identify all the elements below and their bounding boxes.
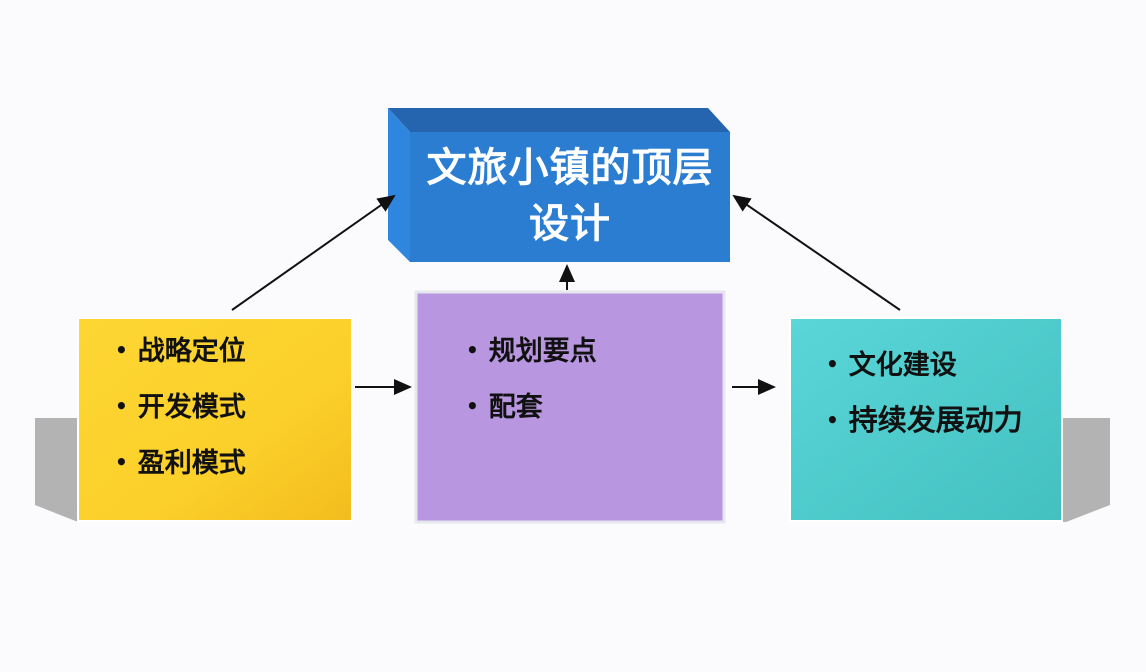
list-item: 战略定位 (115, 322, 246, 378)
title-box-front (410, 132, 730, 262)
right-box-list: 文化建设 持续发展动力 (826, 336, 1023, 448)
left-shadow (35, 418, 80, 522)
left-box-list: 战略定位 开发模式 盈利模式 (115, 322, 246, 490)
arrow-right-to-title (732, 194, 901, 311)
list-item: 规划要点 (466, 322, 597, 378)
list-item: 开发模式 (115, 378, 246, 434)
list-item: 持续发展动力 (826, 392, 1023, 448)
title-box-top (388, 108, 730, 132)
middle-box-list: 规划要点 配套 (466, 322, 597, 434)
list-item: 盈利模式 (115, 434, 246, 490)
arrow-left-to-title (231, 194, 396, 311)
right-shadow (1060, 418, 1110, 522)
title-box-label: 文旅小镇的顶层设计 (426, 145, 714, 247)
list-item: 文化建设 (826, 336, 1023, 392)
title-box-side (388, 108, 410, 262)
list-item: 配套 (466, 378, 597, 434)
